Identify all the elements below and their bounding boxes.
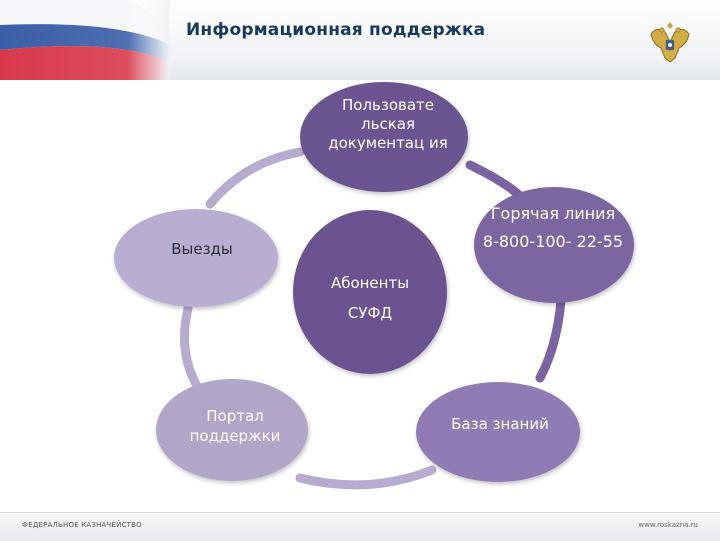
node-left	[114, 209, 278, 307]
node-right-label: Горячая линия 8-800-100- 22-55	[478, 204, 628, 252]
center-line2: СУФД	[347, 304, 393, 322]
double-headed-eagle-icon	[650, 22, 690, 63]
footer-bar: ФЕДЕРАЛЬНОЕ КАЗНАЧЕЙСТВО www.roskazna.ru	[0, 512, 720, 541]
node-center	[293, 210, 447, 374]
russian-flag-decoration	[0, 0, 170, 80]
page-title: Информационная поддержка	[186, 20, 486, 40]
node-top-label: Пользовате льская документац ия	[328, 96, 448, 152]
hotline-phone: 8-800-100- 22-55	[482, 232, 624, 251]
header-bar: Информационная поддержка	[0, 0, 720, 80]
center-line1: Абоненты	[330, 274, 410, 292]
ring-segment-top-left	[205, 147, 305, 209]
node-center-label: Абоненты СУФД	[300, 268, 440, 328]
node-bottom-right-label: База знаний	[451, 415, 549, 433]
node-right	[474, 187, 634, 303]
node-bottom-right	[416, 382, 580, 482]
node-bottom-left	[156, 379, 308, 481]
footer-website[interactable]: www.roskazna.ru	[638, 521, 698, 529]
footer-organization: ФЕДЕРАЛЬНОЕ КАЗНАЧЕЙСТВО	[22, 521, 142, 529]
node-top	[300, 82, 468, 192]
ring-segment-top-right	[465, 160, 525, 201]
node-left-label: Выезды	[171, 240, 233, 258]
hotline-title: Горячая линия	[490, 204, 616, 223]
node-bottom-left-label: Портал поддержки	[189, 407, 281, 445]
ring-segment-bottom	[295, 465, 437, 490]
